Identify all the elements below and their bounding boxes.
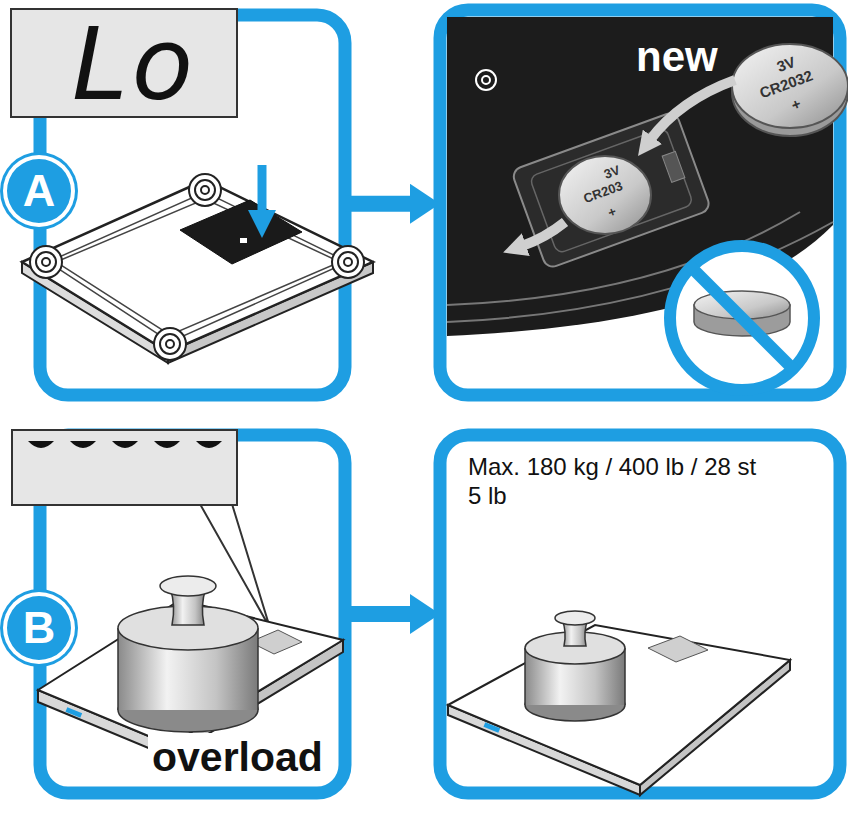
scale-plate bbox=[65, 707, 82, 718]
instruction-panel: Max. 180 kg / 400 lb / 28 st 5 lb bbox=[440, 435, 840, 793]
battery-compartment bbox=[662, 151, 685, 182]
battery-marking: CR2032 bbox=[758, 68, 815, 101]
battery-marking: 3V bbox=[775, 54, 797, 74]
step-letter: B bbox=[3, 592, 75, 664]
scale-foot bbox=[344, 258, 352, 266]
old-battery bbox=[559, 156, 651, 234]
prohibition-sign bbox=[691, 267, 793, 369]
scale-foot bbox=[189, 174, 221, 206]
scale-foot bbox=[332, 246, 364, 278]
prohibition-sign bbox=[670, 246, 814, 390]
weight bbox=[118, 576, 258, 732]
lcd-display bbox=[28, 441, 54, 448]
instruction-panel: overload bbox=[40, 435, 345, 793]
glass-scale bbox=[22, 180, 373, 363]
panel-text: new bbox=[636, 32, 718, 82]
battery-compartment bbox=[511, 111, 711, 270]
scale-underside bbox=[482, 76, 490, 84]
glass-scale bbox=[22, 180, 373, 352]
scale-foot bbox=[166, 340, 174, 348]
scale-plate bbox=[483, 722, 500, 733]
lcd-display bbox=[196, 441, 222, 448]
weight bbox=[624, 648, 626, 705]
scale-plate bbox=[448, 625, 790, 795]
lcd-reading: Lo bbox=[10, 8, 238, 118]
panel-text: overload bbox=[148, 733, 327, 782]
battery-marking: + bbox=[606, 205, 618, 220]
weight bbox=[257, 628, 259, 710]
weight bbox=[524, 648, 526, 705]
swap-arrow bbox=[650, 80, 735, 140]
pointer-arrow bbox=[258, 165, 267, 212]
old-battery bbox=[559, 156, 651, 234]
scale-plate bbox=[648, 636, 708, 662]
scale-foot bbox=[201, 186, 209, 194]
lcd-display bbox=[112, 441, 138, 448]
panel-text: Max. 180 kg / 400 lb / 28 st 5 lb bbox=[468, 453, 758, 511]
glass-scale bbox=[56, 199, 340, 335]
scale-foot bbox=[42, 258, 50, 266]
new-battery bbox=[732, 44, 848, 136]
weight bbox=[117, 628, 119, 710]
panel-frame bbox=[40, 10, 840, 793]
pointer-arrow bbox=[248, 210, 276, 238]
battery-compartment bbox=[511, 111, 711, 270]
prohibition-sign bbox=[670, 246, 814, 390]
battery-marking: CR203 bbox=[582, 179, 624, 205]
new-battery bbox=[732, 44, 848, 128]
weight bbox=[160, 576, 216, 596]
scale-foot bbox=[160, 334, 180, 354]
weight bbox=[555, 611, 595, 625]
scale-foot bbox=[154, 328, 186, 360]
glass-scale bbox=[180, 200, 302, 264]
lcd-display bbox=[70, 441, 96, 448]
scale-underside bbox=[476, 70, 496, 90]
scale-foot bbox=[195, 180, 215, 200]
scale-foot bbox=[36, 252, 56, 272]
scale-foot bbox=[30, 174, 364, 360]
glass-scale bbox=[240, 238, 247, 243]
instruction-panel: Lo bbox=[40, 15, 345, 395]
scale-foot bbox=[30, 246, 62, 278]
glass-scale bbox=[48, 192, 348, 342]
panel-frame bbox=[440, 10, 840, 395]
step-letter: A bbox=[3, 155, 75, 227]
step-arrow bbox=[345, 196, 410, 212]
step-letter-text: A bbox=[3, 155, 75, 227]
lcd-display bbox=[154, 441, 180, 448]
panel-frame bbox=[440, 435, 840, 793]
swap-arrow bbox=[522, 80, 735, 246]
scale-foot bbox=[338, 252, 358, 272]
pointer-arrow bbox=[248, 165, 276, 238]
swap-arrow bbox=[522, 222, 565, 246]
scale-plate bbox=[448, 625, 790, 785]
step-arrow bbox=[345, 606, 410, 622]
battery-marking: + bbox=[789, 95, 802, 112]
weight bbox=[525, 611, 625, 721]
lcd-display bbox=[12, 430, 237, 505]
step-letter-text: B bbox=[3, 592, 75, 664]
